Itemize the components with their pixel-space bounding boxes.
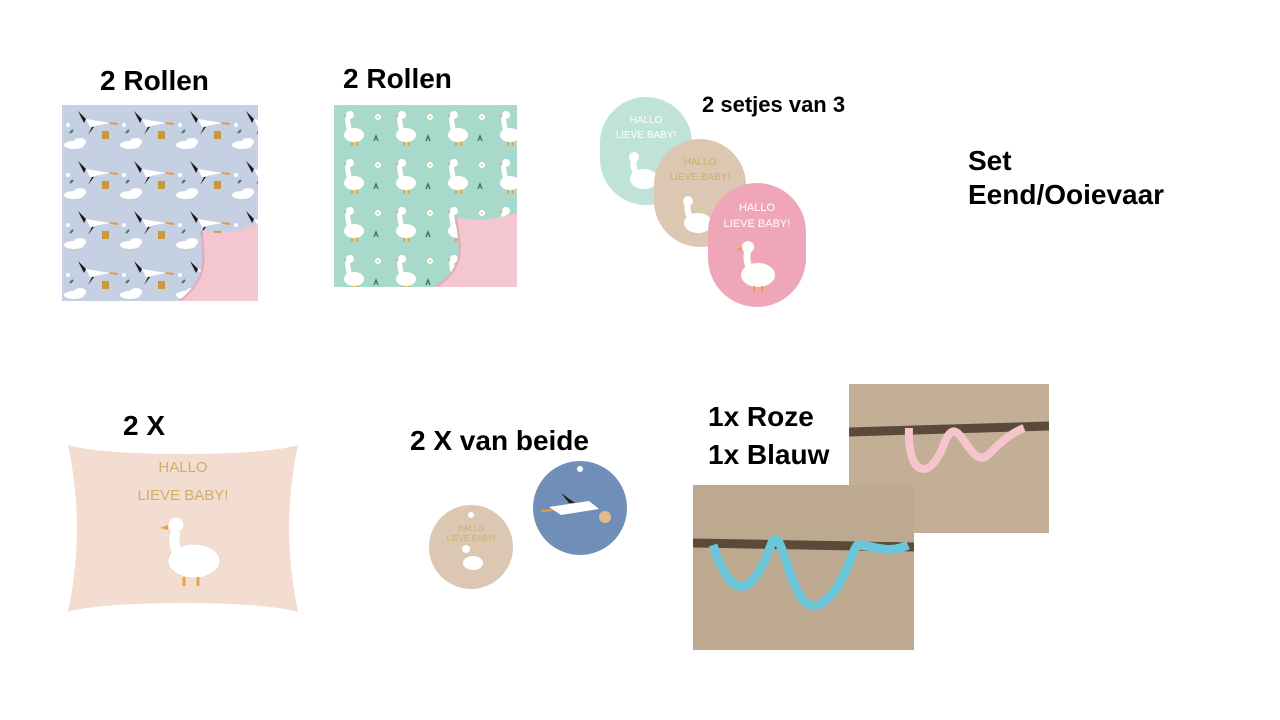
box-line2: LIEVE BABY! [138, 487, 229, 504]
set-title: Set Eend/Ooievaar [968, 144, 1164, 212]
card-mint-line1: HALLO [630, 115, 663, 126]
cards-label: 2 setjes van 3 [702, 92, 846, 117]
ribbon-label-line2: 1x Blauw [708, 439, 830, 470]
set-title-line1: Set [968, 145, 1012, 176]
ribbon-label: 1x Roze 1x Blauw [708, 398, 829, 474]
tag-image: HALLO LIEVE BABY! [429, 461, 629, 591]
ribbon-image-pink [849, 384, 1049, 533]
card-pink-line2: LIEVE BABY! [724, 218, 791, 230]
card-set-image: HALLO LIEVE BABY! HALLO LIEVE BABY! HALL… [598, 95, 810, 310]
box-label: 2 X [123, 410, 166, 441]
box-line1: HALLO [158, 459, 207, 476]
card-beige-line1: HALLO [684, 157, 717, 168]
tags-label: 2 X van beide [410, 425, 589, 456]
tag-line2: LIEVE BABY! [447, 534, 495, 543]
ribbon-label-line1: 1x Roze [708, 401, 814, 432]
ribbon-image-blue [693, 485, 914, 650]
card-beige-line2: LIEVE BABY! [670, 172, 731, 183]
tag-line1: HALLO [458, 524, 484, 533]
stork-paper-image [62, 105, 258, 301]
goose-paper-image [334, 105, 517, 287]
set-title-line2: Eend/Ooievaar [968, 179, 1165, 210]
gift-box-image: HALLO LIEVE BABY! [66, 443, 300, 614]
stork-rolls-label: 2 Rollen [100, 65, 209, 96]
goose-rolls-label: 2 Rollen [343, 63, 452, 94]
card-mint-line2: LIEVE BABY! [616, 130, 677, 141]
card-pink-line1: HALLO [739, 202, 776, 214]
